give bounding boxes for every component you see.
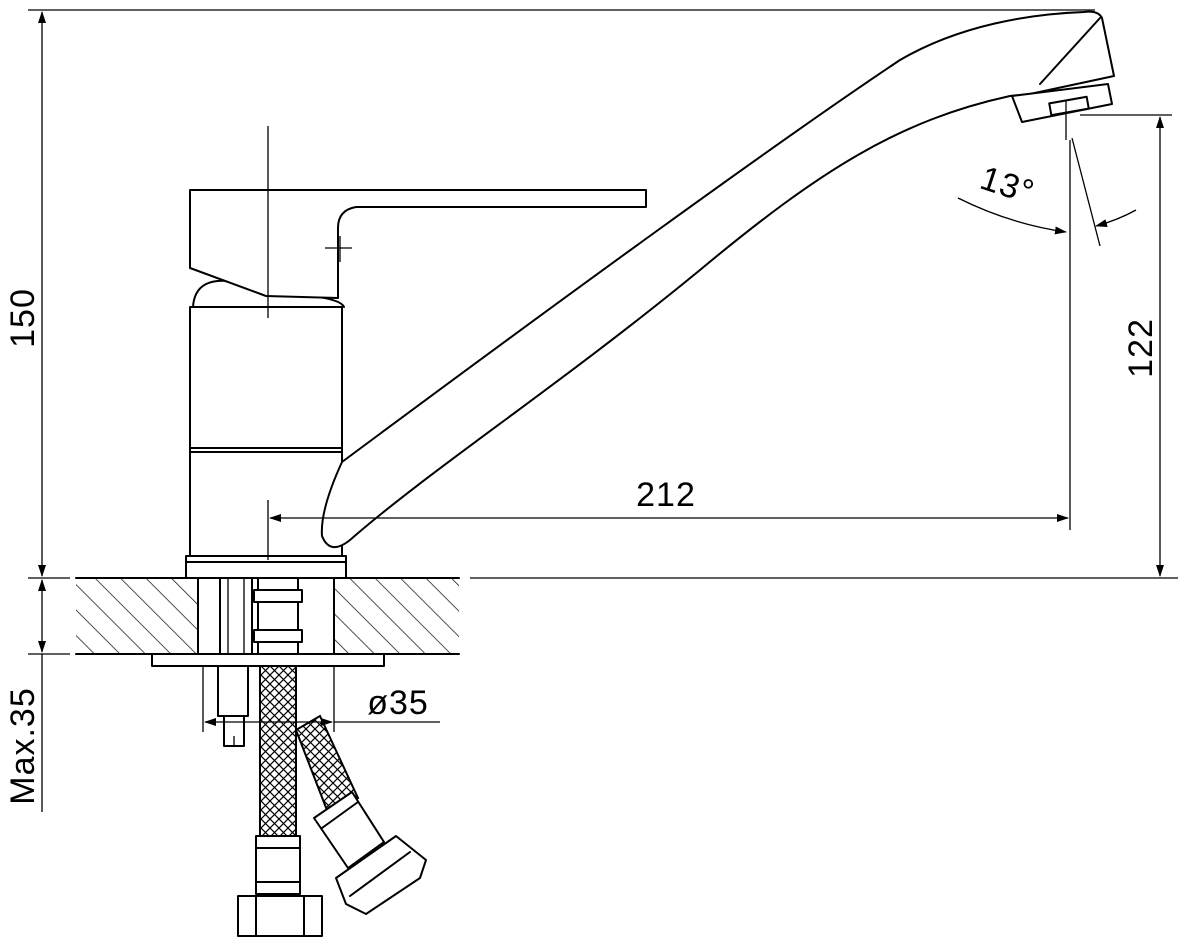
- spout: [320, 10, 1115, 548]
- lever-handle: [189, 126, 647, 318]
- max-countertop-label: Max.35: [4, 687, 42, 805]
- flexible-hoses: [237, 665, 427, 937]
- mounting-hardware: [151, 577, 385, 747]
- total-height-label: 150: [4, 288, 42, 348]
- dimension-spout-reach: 212: [267, 140, 1071, 560]
- dimension-countertop: Max.35: [4, 579, 70, 812]
- hole-diameter-label: ø35: [367, 684, 429, 722]
- spout-height-label: 122: [1122, 318, 1160, 378]
- spout-angle-label: 13°: [976, 159, 1040, 212]
- dimension-spout-height: 122: [1080, 114, 1172, 577]
- spout-reach-label: 212: [636, 476, 696, 514]
- dimension-spout-angle: 13°: [957, 137, 1137, 247]
- faucet-body: [185, 279, 347, 579]
- dimension-total-height: 150: [4, 9, 1095, 579]
- dimension-hole-diameter: ø35: [202, 666, 440, 732]
